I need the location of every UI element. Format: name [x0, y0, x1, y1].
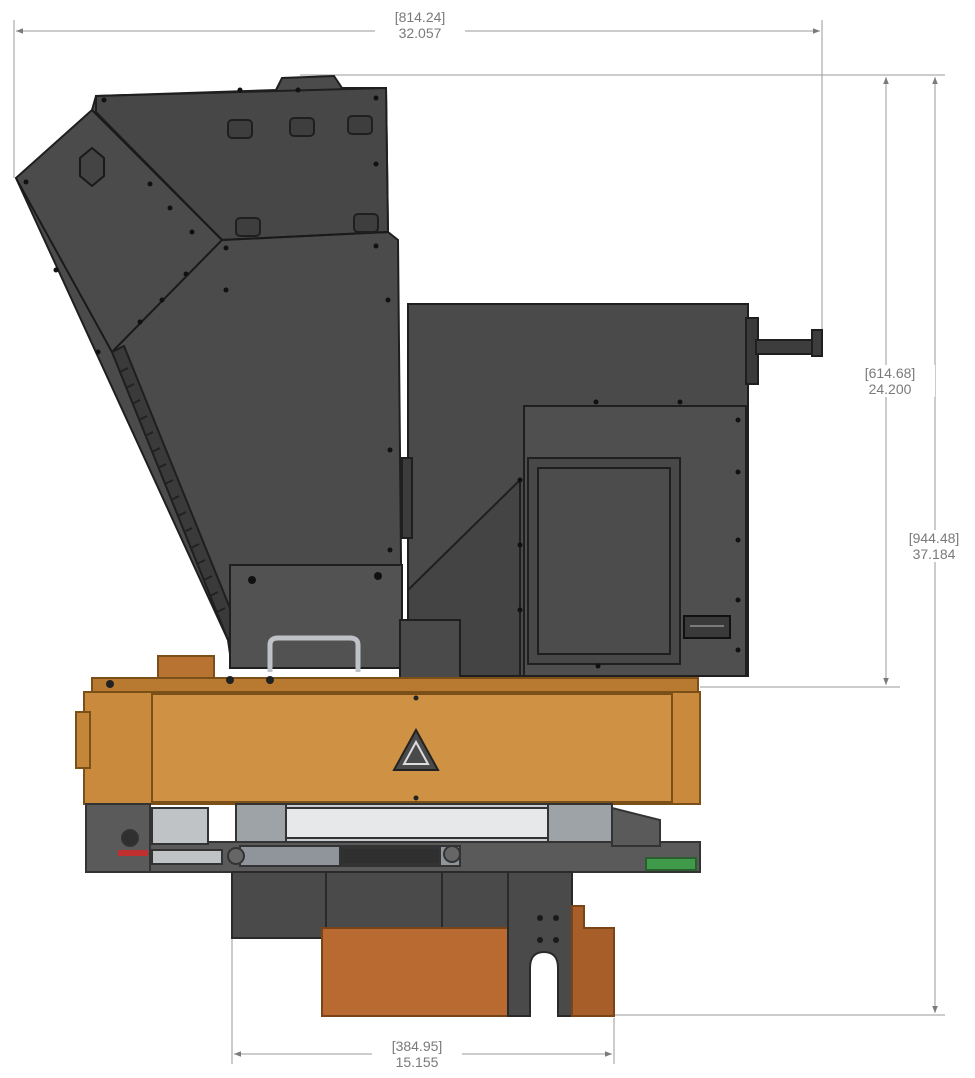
upper-height-imperial: 24.200: [868, 381, 912, 397]
overall-height-imperial: 37.184: [912, 546, 956, 562]
frame-bolts: [106, 676, 419, 801]
orange-frame: [75, 619, 701, 805]
warning-label: [392, 727, 440, 771]
overall-height-dimension: [944.48] 37.184: [892, 530, 975, 562]
overall-width-dimension: [814.24] 32.057: [375, 9, 465, 41]
overall-height-metric: [944.48]: [908, 530, 960, 546]
bottom-outlet: [231, 871, 615, 1017]
control-cabinet: [401, 303, 823, 677]
hopper-assembly: [14, 74, 404, 672]
overall-width-metric: [814.24]: [394, 9, 446, 25]
cabinet-bolts: [455, 399, 741, 669]
base-width-imperial: 15.155: [395, 1054, 439, 1070]
drive-assembly: [85, 803, 701, 873]
upper-height-metric: [614.68]: [864, 365, 916, 381]
vent-slots: [119, 367, 226, 613]
base-width-dimension: [384.95] 15.155: [372, 1038, 462, 1070]
upper-height-dimension: [614.68] 24.200: [845, 365, 935, 397]
overall-width-imperial: 32.057: [398, 25, 442, 41]
outlet-bolts: [537, 915, 559, 943]
base-width-metric: [384.95]: [391, 1038, 443, 1054]
hopper-bolts: [23, 87, 393, 584]
